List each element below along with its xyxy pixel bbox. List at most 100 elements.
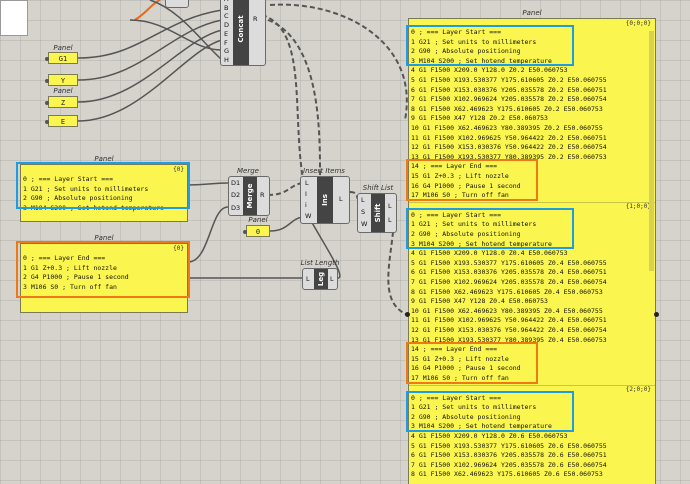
end-panel-path: {0} [173, 245, 184, 252]
insert-input-i[interactable]: I [305, 190, 307, 198]
output-panel-grip[interactable] [654, 312, 659, 317]
merge-output-r[interactable]: R [260, 191, 265, 199]
end-panel-highlight [16, 241, 190, 298]
panel-line: 2 G90 ; Absolute positioning [411, 47, 521, 56]
panel-line: 16 G4 P1000 ; Pause 1 second [411, 364, 521, 373]
panel-line: 6 G1 F1500 X153.030376 Y205.035578 Z0.4 … [411, 268, 607, 277]
panel-grip-icon[interactable] [243, 230, 247, 234]
concat-input-d[interactable]: D [224, 21, 230, 30]
panel-line: 9 G1 F1500 X47 Y128 Z0.4 E50.060753 [411, 297, 548, 306]
layer-start-panel[interactable]: {0} 0 ; === Layer Start ===1 G21 ; Set u… [20, 164, 188, 222]
panel-line: 12 G1 F1500 X153.030376 Y50.964422 Z0.2 … [411, 143, 607, 152]
panel-line: 7 G1 F1500 X102.969624 Y205.035578 Z0.6 … [411, 460, 607, 469]
start-panel-highlight [16, 162, 190, 209]
layer-start-highlight [406, 390, 574, 432]
panel-grip-icon[interactable] [45, 120, 49, 124]
panel-line: 10 G1 F1500 X62.469623 Y80.389395 Z0.2 E… [411, 124, 603, 132]
shift-core[interactable]: Shift [371, 194, 385, 232]
panel-line: 6 G1 F1500 X153.030376 Y205.035578 Z0.6 … [411, 451, 607, 460]
shift-list-component[interactable]: L S W Shift L L [357, 193, 397, 233]
input-value-y: Y [60, 77, 66, 85]
insert-items-component[interactable]: L I i W Ins L [300, 176, 350, 224]
panel-grip-icon[interactable] [45, 101, 49, 105]
output-panel[interactable]: {0;0;0}0 ; === Layer Start ===1 G21 ; Se… [408, 18, 656, 484]
panel-line: 9 G1 F1500 X47 Y128 Z0.2 E50.060753 [411, 114, 548, 123]
list-length-component[interactable]: L Leg L [302, 268, 338, 290]
insert-core[interactable]: Ins [317, 177, 333, 223]
concat-input-c[interactable]: C [224, 12, 229, 21]
merge-component[interactable]: D1 D2 D3 Merge R [228, 176, 270, 216]
input-panel-zero[interactable]: 0 [243, 225, 270, 237]
panel-line: 3 M104 S200 ; Set hotend temperature [411, 56, 552, 65]
panel-line: 11 G1 F1500 X102.969625 Y50.964422 Z0.4 … [411, 316, 607, 325]
panel-line: 0 ; === Layer Start === [411, 28, 502, 36]
input-panel-y[interactable]: Y [45, 74, 78, 86]
merge-title: Merge [237, 167, 259, 175]
layer-start-highlight [406, 207, 574, 250]
panel-line: 4 G1 F1500 X209.0 Y128.0 Z0.6 E50.060753 [411, 432, 568, 440]
insert-input-l[interactable]: L [305, 179, 309, 187]
input-panel-z[interactable]: Z [45, 96, 78, 108]
concat-input-g[interactable]: G [224, 47, 230, 56]
insert-input-w[interactable]: W [305, 212, 312, 220]
length-core[interactable]: Leg [314, 269, 328, 289]
start-panel-path: {0} [173, 166, 184, 173]
panel-line: 14 ; === Layer End === [411, 162, 498, 171]
top-component-stub[interactable] [165, 0, 189, 8]
input-panel-e[interactable]: E [45, 115, 78, 127]
shift-input-l[interactable]: L [361, 196, 365, 204]
concatenate-component[interactable]: ABCDEFGH Concat R [220, 0, 266, 66]
panel-line: 17 M106 S0 ; Turn off fan [411, 374, 509, 382]
panel-line: 2 G90 ; Absolute positioning [411, 412, 521, 421]
output-branch-path: {1;0;0} [625, 202, 651, 210]
panel-line: 1 G21 ; Set units to millimeters [411, 403, 537, 412]
panel-line: 13 G1 F1500 X193.530377 Y80.389395 Z0.2 … [411, 152, 607, 161]
layer-start-highlight [406, 25, 574, 67]
shift-input-s[interactable]: S [361, 208, 366, 216]
layer-end-panel[interactable]: {0} 0 ; === Layer End ===1 G1 Z+0.3 ; Li… [20, 243, 188, 313]
panel-line: 8 G1 F1500 X62.469623 Y175.610605 Z0.6 E… [411, 470, 603, 479]
shift-output-l1[interactable]: L [388, 202, 392, 210]
list-length-title: List Length [300, 259, 340, 267]
input-value-g1: G1 [58, 55, 68, 63]
panel-title-z: Panel [53, 87, 73, 95]
concat-output-r[interactable]: R [253, 15, 258, 23]
panel-grip-icon[interactable] [45, 57, 49, 61]
merge-input-d3[interactable]: D3 [231, 204, 241, 212]
merge-input-d2[interactable]: D2 [231, 191, 241, 199]
panel-line: 0 ; === Layer Start === [411, 393, 502, 402]
panel-line: 3 M104 S200 ; Set hotend temperature [411, 239, 552, 248]
output-scrollbar[interactable] [649, 31, 654, 271]
end-panel-title: Panel [94, 234, 114, 242]
panel-line: 8 G1 F1500 X62.469623 Y175.610605 Z0.4 E… [411, 287, 603, 296]
shift-input-w[interactable]: W [361, 220, 368, 228]
input-value-e: E [60, 118, 66, 126]
output-panel-input-grip[interactable] [405, 312, 410, 317]
layer-end-highlight [406, 342, 538, 384]
panel-line: 10 G1 F1500 X62.469623 Y80.389395 Z0.4 E… [411, 306, 603, 315]
panel-title-zero: Panel [248, 216, 268, 224]
concat-input-a[interactable]: A [224, 0, 228, 3]
panel-line: 0 ; === Layer Start === [23, 175, 114, 183]
panel-grip-icon[interactable] [45, 79, 49, 83]
panel-line: 8 G1 F1500 X62.469623 Y175.610605 Z0.2 E… [411, 104, 603, 113]
concat-core[interactable]: Concat [233, 0, 249, 65]
concat-input-e[interactable]: E [224, 29, 229, 38]
panel-line: 5 G1 F1500 X193.530377 Y175.610605 Z0.6 … [411, 441, 607, 450]
insert-output-l[interactable]: L [339, 195, 343, 203]
concat-input-b[interactable]: B [224, 3, 229, 12]
concat-input-f[interactable]: F [224, 38, 228, 47]
length-output-l[interactable]: L [330, 275, 334, 283]
length-input-l[interactable]: L [306, 275, 310, 283]
merge-input-d1[interactable]: D1 [231, 179, 241, 187]
concat-input-h[interactable]: H [224, 55, 229, 64]
input-panel-g1[interactable]: G1 [45, 52, 78, 64]
shift-output-l2[interactable]: L [388, 216, 392, 224]
shift-list-title: Shift List [362, 184, 394, 192]
panel-line: 16 G4 P1000 ; Pause 1 second [411, 181, 521, 190]
white-panel-corner [0, 0, 28, 36]
insert-input-i2[interactable]: i [305, 201, 307, 209]
merge-core[interactable]: Merge [243, 177, 257, 215]
branch-separator [409, 384, 655, 386]
